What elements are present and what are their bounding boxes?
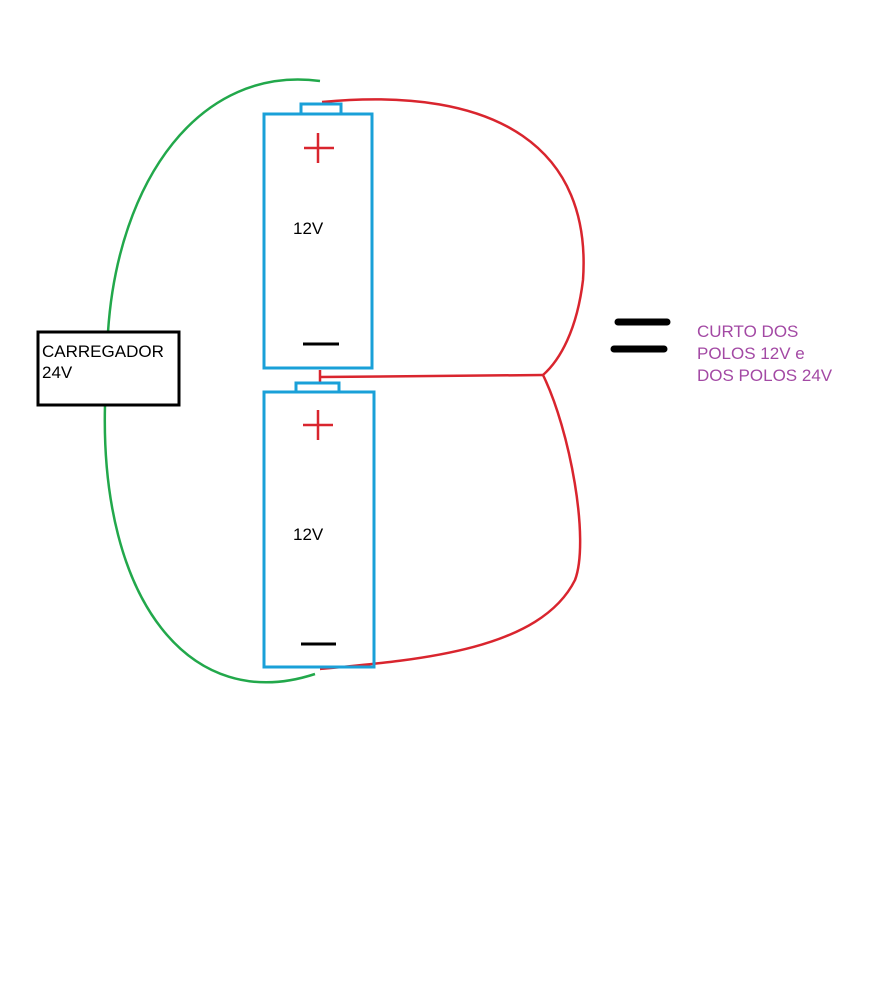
charger-box bbox=[36, 330, 181, 407]
battery-bottom bbox=[262, 381, 376, 669]
red-wire-top bbox=[321, 98, 585, 376]
red-wire-middle bbox=[318, 370, 544, 383]
green-wire-bottom bbox=[103, 404, 316, 684]
note-line-1: CURTO DOS bbox=[697, 322, 799, 341]
note-line-3: DOS POLOS 24V bbox=[697, 366, 833, 385]
battery-bottom-label: 12V bbox=[293, 525, 324, 544]
note-line-2: POLOS 12V e bbox=[697, 344, 805, 363]
charger-voltage: 24V bbox=[42, 363, 73, 382]
plus-icon bbox=[304, 133, 334, 163]
green-wire-top bbox=[106, 78, 321, 333]
red-wire-bottom bbox=[319, 374, 582, 671]
battery-top-label: 12V bbox=[293, 219, 324, 238]
charger-label: CARREGADOR bbox=[42, 342, 164, 361]
battery-top bbox=[262, 102, 374, 370]
plus-icon bbox=[303, 410, 333, 440]
equals-icon bbox=[610, 318, 671, 353]
